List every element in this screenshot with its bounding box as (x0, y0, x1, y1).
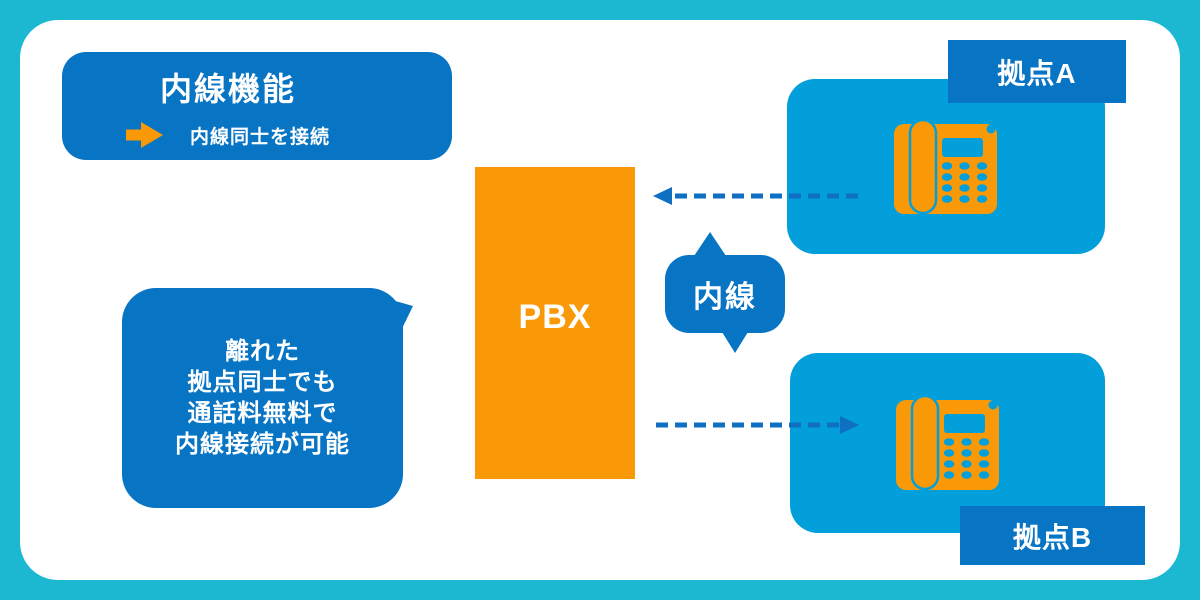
site-b-label: 拠点B (960, 506, 1145, 565)
page-title: 内線機能 (159, 70, 296, 107)
subtitle-row: 内線同士を接続 (125, 122, 330, 149)
title-card: 内線機能 内線同士を接続 (62, 52, 452, 160)
dashed-arrow-to-pbx-icon (653, 187, 858, 205)
dashed-arrow-to-site-b-icon (656, 416, 859, 434)
site-a-label: 拠点A (948, 40, 1126, 103)
note-bubble-tail (360, 291, 413, 347)
note-line: 離れた (225, 338, 300, 365)
phone-icon (895, 394, 999, 491)
naisen-badge: 内線 (665, 232, 785, 353)
pbx-label: PBX (518, 297, 592, 336)
note-line: 通話料無料で (187, 400, 338, 427)
site-a-card (787, 79, 1105, 254)
pbx-box: PBX (475, 167, 635, 479)
note-bubble: 離れた 拠点同士でも 通話料無料で 内線接続が可能 (122, 288, 413, 508)
note-line: 拠点同士でも (187, 369, 338, 396)
note-line: 内線接続が可能 (175, 431, 350, 458)
site-b-card (790, 353, 1105, 533)
naisen-badge-label: 内線 (693, 281, 757, 314)
phone-icon (894, 118, 997, 214)
right-arrow-icon (125, 122, 163, 148)
subtitle: 内線同士を接続 (189, 126, 330, 148)
